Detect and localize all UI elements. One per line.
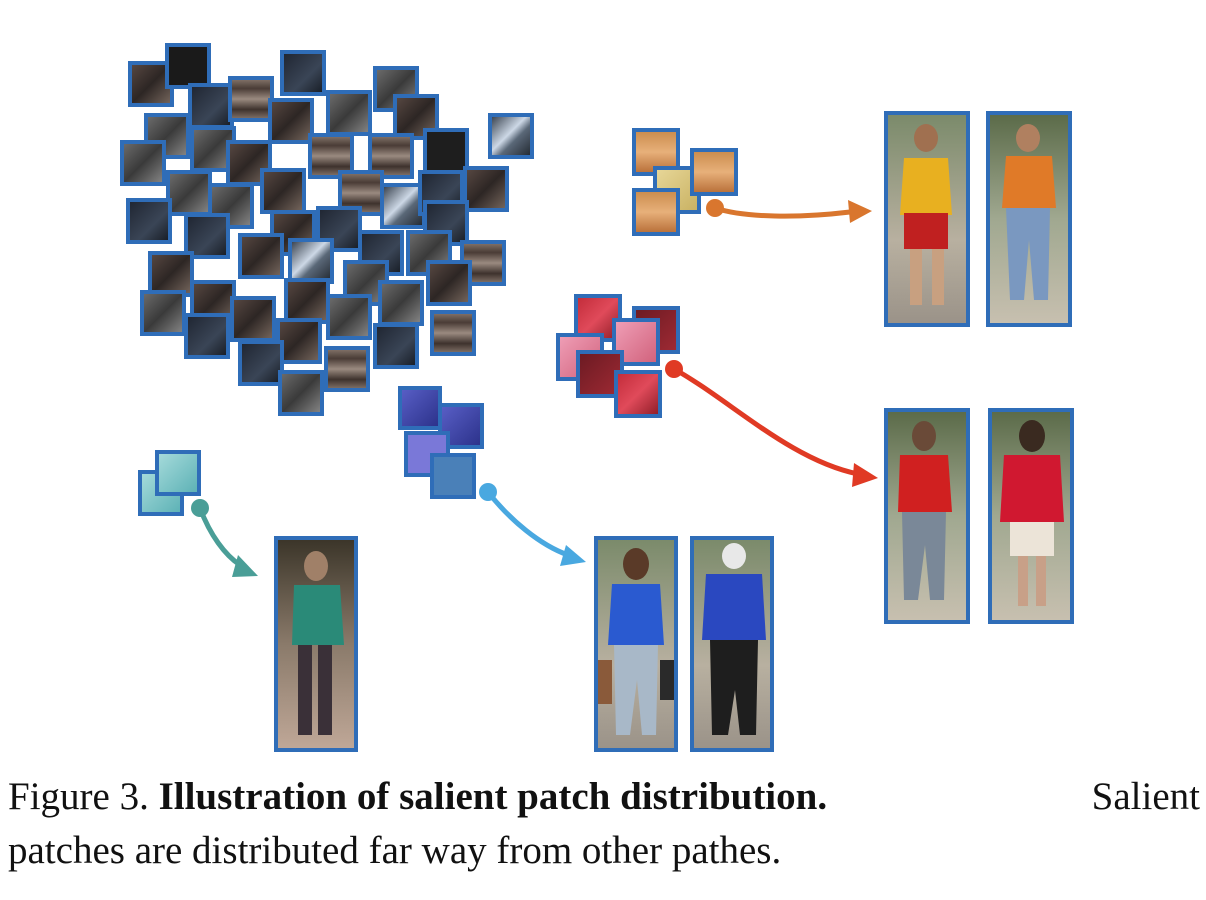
caption-label: Figure 3. — [8, 775, 149, 818]
caption-text-part1: Salient — [1091, 775, 1200, 818]
pedestrian-image-blue-hoodie — [594, 536, 678, 752]
teal-salient-patches — [138, 450, 201, 516]
pedestrian-image-orange-shirt — [986, 111, 1072, 327]
red-salient-patches — [556, 294, 680, 418]
pedestrian-image-red-shirt-man — [884, 408, 970, 624]
pedestrian-image-blue-jacket — [690, 536, 774, 752]
pedestrian-image-yellow-shirt — [884, 111, 970, 327]
caption-first-part: Figure 3. Illustration of salient patch … — [8, 770, 827, 824]
salient-patch-figure — [120, 43, 1074, 752]
orange-salient-patches — [632, 128, 738, 236]
caption-text-part2: patches are distributed far way from oth… — [8, 829, 782, 872]
orange-arrow — [706, 199, 872, 223]
blue-salient-patches — [398, 386, 484, 499]
pedestrian-image-green-shirt — [274, 536, 358, 752]
pedestrian-image-red-sweater-woman — [988, 408, 1074, 624]
teal-arrow — [191, 499, 258, 577]
caption-line-1: Figure 3. Illustration of salient patch … — [8, 770, 1200, 824]
red-arrow — [665, 360, 878, 487]
caption-title: Illustration of salient patch distributi… — [158, 775, 828, 818]
blue-arrow — [479, 483, 586, 566]
figure-caption: Figure 3. Illustration of salient patch … — [8, 770, 1200, 878]
generic-patch-cluster — [120, 43, 534, 416]
